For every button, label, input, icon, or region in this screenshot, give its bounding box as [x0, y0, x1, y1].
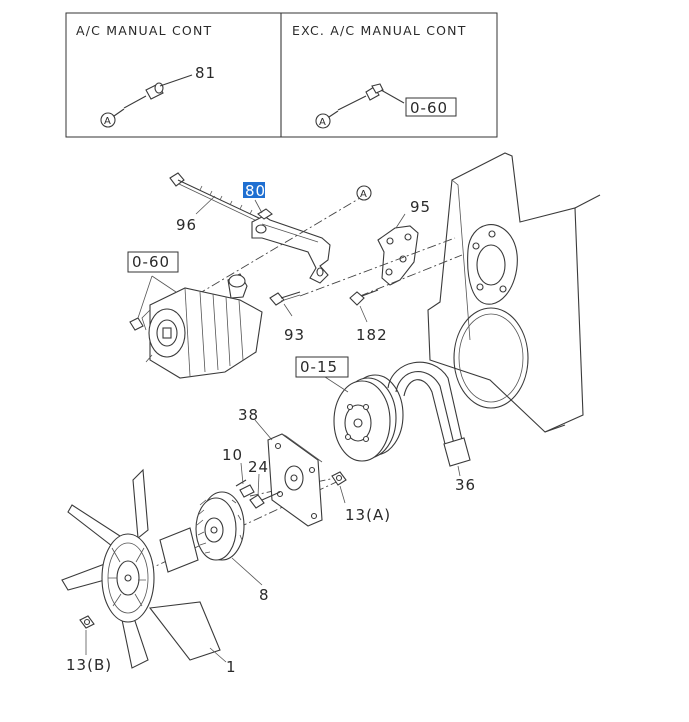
part-8-fan-clutch — [195, 491, 245, 561]
callout-80-highlight — [243, 182, 265, 198]
callout-38[interactable]: 38 — [238, 406, 259, 424]
inset-left-bolt — [123, 74, 193, 109]
callout-24[interactable]: 24 — [248, 458, 269, 476]
callout-0-60-label: 0-60 — [132, 253, 170, 271]
inset-right-ref-label: A — [319, 117, 326, 128]
part-80-bracket — [251, 208, 331, 284]
callout-13b[interactable]: 13(B) — [66, 656, 112, 674]
inset-left-header: A/C MANUAL CONT — [76, 23, 212, 38]
part-13a-nut — [331, 471, 347, 486]
callout-0-15[interactable]: 0-15 — [295, 356, 349, 378]
part-24-bolt — [249, 491, 281, 509]
part-38-plate — [267, 433, 323, 527]
ref-a-label: A — [360, 189, 367, 200]
callout-80-label: 80 — [245, 182, 266, 200]
inset-left-ref-label: A — [104, 116, 111, 127]
callout-1[interactable]: 1 — [226, 658, 237, 676]
inset-right-part-label: 0-60 — [410, 99, 448, 117]
part-13b-nut — [79, 615, 95, 629]
inset-right-bolt — [337, 83, 405, 111]
inset-table: A/C MANUAL CONT EXC. A/C MANUAL CONT A 8… — [65, 12, 498, 138]
part-36-belt — [387, 361, 471, 467]
inset-right-header: EXC. A/C MANUAL CONT — [292, 23, 467, 38]
leader-lines — [85, 195, 461, 663]
callout-96[interactable]: 96 — [176, 216, 197, 234]
callout-0-60[interactable]: 0-60 — [127, 251, 179, 273]
callout-8[interactable]: 8 — [259, 586, 270, 604]
generator — [129, 273, 263, 379]
inset-right-ref-circle — [315, 113, 331, 129]
ref-a-circle — [356, 185, 372, 201]
callout-182[interactable]: 182 — [356, 326, 388, 344]
callout-0-15-label: 0-15 — [300, 358, 338, 376]
part-96-long-bolt — [169, 172, 262, 223]
callout-93[interactable]: 93 — [284, 326, 305, 344]
part-93-bolt — [269, 291, 301, 306]
callout-10[interactable]: 10 — [222, 446, 243, 464]
callout-13a[interactable]: 13(A) — [345, 506, 391, 524]
callout-36[interactable]: 36 — [455, 476, 476, 494]
inset-left-ref-circle — [100, 112, 116, 128]
pulley — [333, 374, 404, 462]
part-95-bracket — [377, 225, 419, 286]
callout-95[interactable]: 95 — [410, 198, 431, 216]
part-10-stud — [235, 479, 255, 498]
part-182-bolt — [349, 289, 379, 306]
callout-80[interactable]: 80 — [243, 182, 266, 200]
part-1-fan — [61, 468, 221, 669]
engine-block — [427, 152, 601, 433]
inset-left-part-label: 81 — [195, 64, 216, 82]
